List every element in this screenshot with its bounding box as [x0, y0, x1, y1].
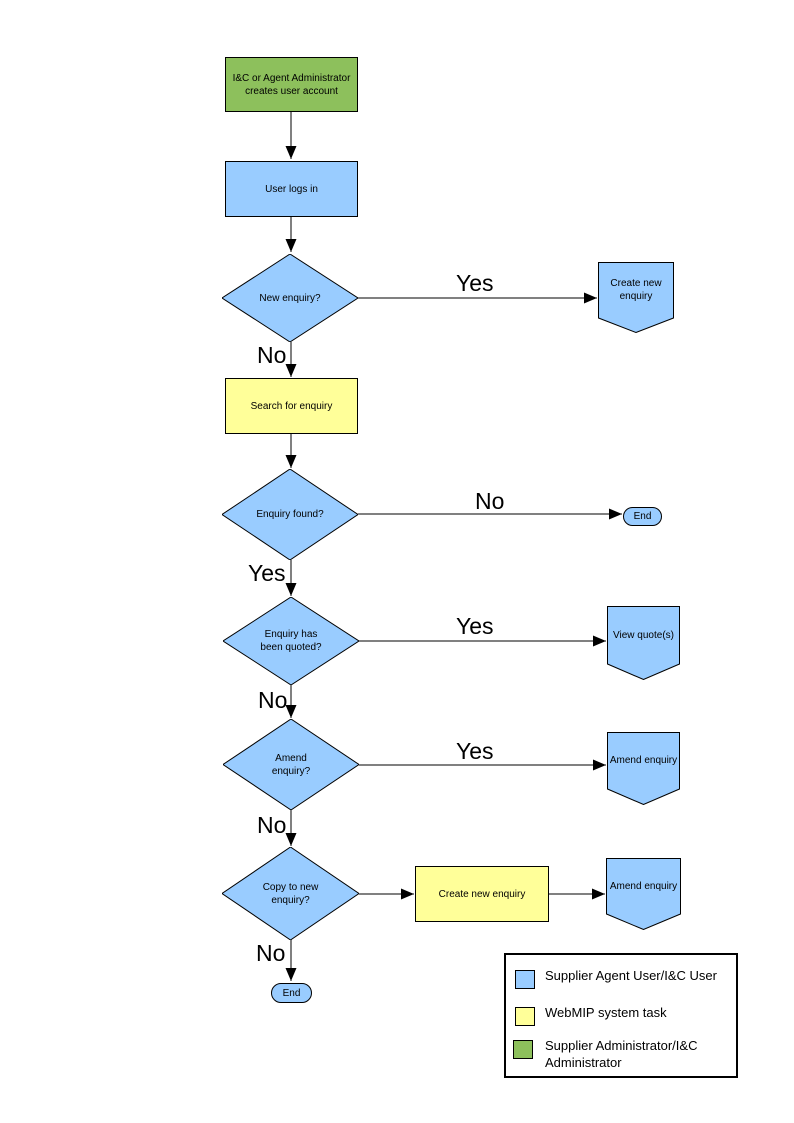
- offpage-shape: [606, 858, 681, 930]
- decision-enquiry-found: Enquiry found?: [222, 469, 358, 560]
- offpage-shape: [607, 606, 680, 680]
- node-label: End: [282, 987, 301, 999]
- legend-swatch-user: [515, 970, 535, 989]
- decision-new-enquiry: New enquiry?: [222, 254, 358, 342]
- node-label: View quote(s): [613, 629, 674, 641]
- process-search-for-enquiry: Search for enquiry: [225, 378, 358, 434]
- edge-label-no-amend-enquiry: No: [257, 812, 287, 838]
- diamond-shape: [223, 719, 359, 810]
- process-create-new-enquiry: Create new enquiry: [415, 866, 549, 922]
- diamond-shape: [222, 254, 358, 342]
- offpage-create-new-enquiry: Create new enquiry: [598, 262, 674, 333]
- edge-label-yes-enquiry-quoted: Yes: [456, 613, 494, 639]
- edge-label-no-enquiry-found: No: [475, 488, 505, 514]
- node-label: Enquiry has been quoted?: [260, 629, 322, 653]
- node-label: End: [633, 511, 652, 522]
- legend-swatch-admin: [513, 1040, 533, 1059]
- edge-label-yes-enquiry-found: Yes: [248, 560, 286, 586]
- process-user-logs-in: User logs in: [225, 161, 358, 217]
- edge-label-no-copy-to-new: No: [256, 940, 286, 966]
- offpage-view-quotes: View quote(s): [607, 606, 680, 680]
- edge-label-no-enquiry-quoted: No: [258, 687, 288, 713]
- offpage-shape: [607, 732, 680, 805]
- legend-label-admin: Supplier Administrator/I&C Administrator: [545, 1038, 698, 1070]
- edge-label-yes-new-enquiry: Yes: [456, 270, 494, 296]
- edge-label-no-new-enquiry: No: [257, 342, 287, 368]
- legend-swatch-system: [515, 1007, 535, 1026]
- diamond-shape: [222, 847, 359, 940]
- decision-enquiry-quoted: Enquiry has been quoted?: [223, 597, 359, 685]
- node-label: Amend enquiry: [609, 755, 678, 766]
- node-label: New enquiry?: [259, 292, 321, 304]
- terminator-end-1: End: [623, 507, 662, 526]
- node-label: Copy to new enquiry?: [262, 881, 319, 906]
- legend-label-system: WebMIP system task: [545, 1005, 667, 1020]
- offpage-amend-enquiry: Amend enquiry: [607, 732, 680, 805]
- decision-amend-enquiry: Amend enquiry?: [223, 719, 359, 810]
- offpage-amend-enquiry-2: Amend enquiry: [606, 858, 681, 930]
- node-label: I&C or Agent Administrator creates user …: [232, 72, 351, 97]
- process-admin-creates-account: I&C or Agent Administrator creates user …: [225, 57, 358, 112]
- node-label: Amend enquiry?: [271, 752, 311, 777]
- diamond-shape: [222, 469, 358, 560]
- terminator-end-2: End: [271, 983, 312, 1003]
- legend: Supplier Agent User/I&C User WebMIP syst…: [504, 953, 738, 1078]
- node-label: Enquiry found?: [256, 509, 324, 520]
- edge-label-yes-amend-enquiry: Yes: [456, 738, 494, 764]
- node-label: Create new enquiry: [610, 277, 662, 302]
- legend-label-user: Supplier Agent User/I&C User: [545, 968, 717, 983]
- node-label: Search for enquiry: [250, 400, 333, 412]
- diamond-shape: [223, 597, 359, 685]
- decision-copy-to-new-enquiry: Copy to new enquiry?: [222, 847, 359, 940]
- offpage-shape: [598, 262, 674, 333]
- node-label: Create new enquiry: [438, 888, 526, 900]
- node-label: Amend enquiry: [609, 880, 678, 892]
- node-label: User logs in: [265, 183, 318, 195]
